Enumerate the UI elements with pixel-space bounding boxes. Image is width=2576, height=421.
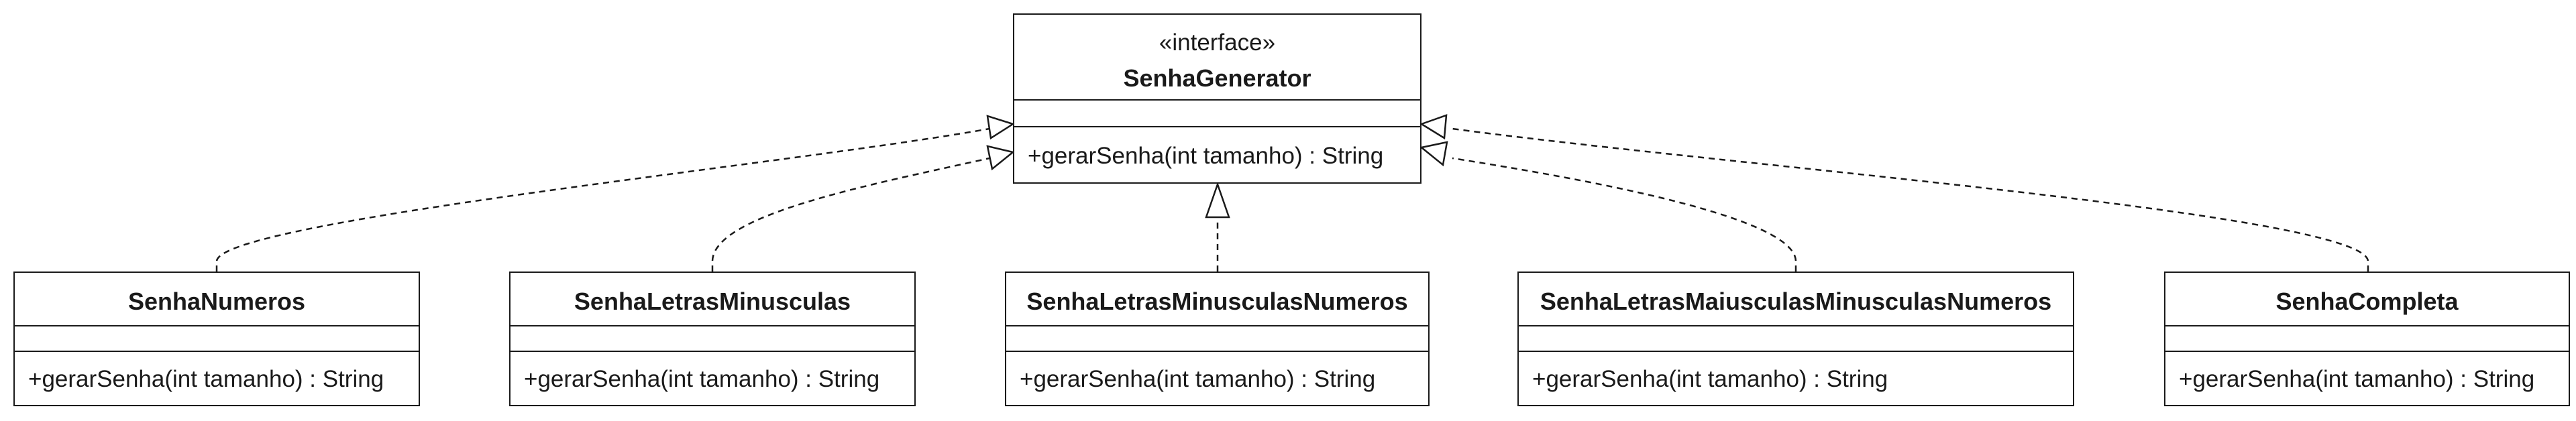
realization-edge-senha-letras-maiusculas-minusculas-numeros: [1452, 157, 1797, 272]
class-name: SenhaLetrasMinusculas: [574, 288, 851, 315]
class-methods-divider: [15, 351, 419, 352]
class-method: +gerarSenha(int tamanho) : String: [524, 366, 880, 392]
class-senha-letras-minusculas: SenhaLetrasMinusculas +gerarSenha(int ta…: [509, 272, 916, 406]
class-senha-letras-minusculas-numeros: SenhaLetrasMinusculasNumeros +gerarSenha…: [1005, 272, 1430, 406]
realization-arrowhead-senha-numeros: [986, 115, 1015, 140]
class-methods-divider: [1519, 351, 2073, 352]
class-name: SenhaLetrasMaiusculasMinusculasNumeros: [1540, 288, 2052, 315]
class-attributes-divider: [2165, 325, 2569, 326]
interface-name: SenhaGenerator: [1123, 64, 1311, 92]
class-attributes-divider: [511, 325, 914, 326]
class-methods-divider: [511, 351, 914, 352]
class-senha-completa: SenhaCompleta +gerarSenha(int tamanho) :…: [2164, 272, 2570, 406]
realization-arrowhead-senha-letras-maiusculas-minusculas-numeros: [1419, 141, 1448, 167]
realization-edge-senha-letras-minusculas: [711, 157, 990, 272]
class-senha-numeros: SenhaNumeros +gerarSenha(int tamanho) : …: [13, 272, 420, 406]
class-method: +gerarSenha(int tamanho) : String: [28, 366, 384, 392]
interface-methods-divider: [1014, 126, 1420, 127]
class-attributes-divider: [1519, 325, 2073, 326]
interface-stereotype: «interface»: [1159, 29, 1276, 56]
interface-attributes-divider: [1014, 99, 1420, 101]
realization-arrowhead-senha-letras-minusculas-numeros: [1205, 182, 1230, 219]
realization-edge-senha-completa: [1452, 127, 2369, 272]
interface-senha-generator: «interface» SenhaGenerator +gerarSenha(i…: [1013, 13, 1421, 184]
class-attributes-divider: [1006, 325, 1428, 326]
realization-edge-senha-numeros: [215, 127, 990, 272]
class-method: +gerarSenha(int tamanho) : String: [1020, 366, 1376, 392]
class-attributes-divider: [15, 325, 419, 326]
class-methods-divider: [1006, 351, 1428, 352]
class-name: SenhaCompleta: [2275, 288, 2459, 315]
class-name: SenhaLetrasMinusculasNumeros: [1026, 288, 1408, 315]
class-method: +gerarSenha(int tamanho) : String: [2179, 366, 2535, 392]
interface-method: +gerarSenha(int tamanho) : String: [1028, 143, 1384, 169]
realization-arrowhead-senha-letras-minusculas: [986, 145, 1015, 171]
class-method: +gerarSenha(int tamanho) : String: [1532, 366, 1888, 392]
class-methods-divider: [2165, 351, 2569, 352]
realization-arrowhead-senha-completa: [1419, 114, 1448, 140]
class-name: SenhaNumeros: [127, 288, 306, 315]
class-senha-letras-maiusculas-minusculas-numeros: SenhaLetrasMaiusculasMinusculasNumeros +…: [1517, 272, 2074, 406]
